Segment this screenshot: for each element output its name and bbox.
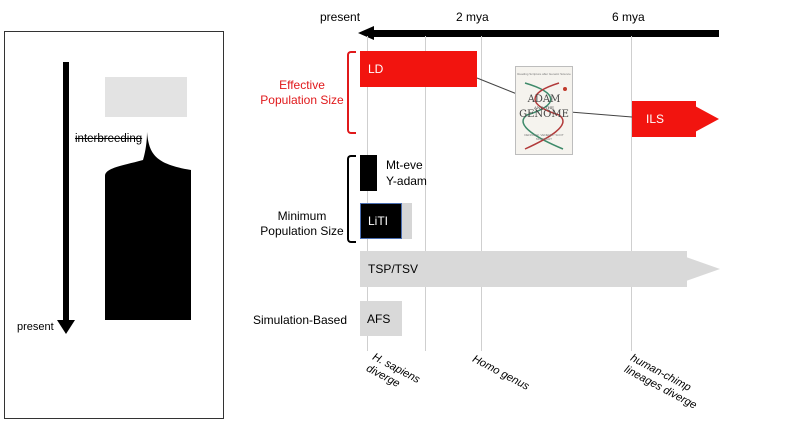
panel-present-label: present: [17, 321, 54, 333]
book-connector-lines: [476, 77, 633, 118]
gridline-chimp: [631, 36, 632, 351]
axis-label-sapiens: H. sapiens diverge: [364, 351, 422, 398]
ils-label: ILS: [646, 112, 665, 126]
tsp-tsv-label: TSP/TSV: [368, 262, 419, 276]
mt-eve-y-adam-label: Mt-eve Y-adam: [386, 157, 427, 189]
minimum-line2: Population Size: [260, 224, 344, 238]
time-arrow-line: [63, 62, 69, 324]
y-adam-label: Y-adam: [386, 174, 427, 188]
tsp-tsv-bar: TSP/TSV: [360, 251, 687, 287]
dna-helix-image: [522, 82, 567, 150]
population-history-panel: present interbreeding: [4, 31, 224, 419]
present-label: present: [320, 10, 361, 24]
book-title-line2: AND THE: [534, 105, 554, 110]
effective-population-label: Effective Population Size: [248, 78, 356, 108]
book-authors: DENNIS R. VENEMA / SCOT MCKNIGHT: [524, 133, 564, 141]
axis-label-chimp: human-chimp lineages diverge: [622, 352, 705, 413]
book-title: ADAM AND THE GENOME: [516, 95, 572, 120]
time-arrow-head: [57, 320, 75, 334]
gridline-homo: [481, 36, 482, 351]
axis-label-homo: Homo genus: [470, 353, 532, 393]
tick-2mya: 2 mya: [456, 10, 489, 24]
book-title-line1: ADAM: [527, 94, 561, 105]
time-axis-arrowhead: [358, 26, 374, 40]
book-subtitle: Reading Scripture after Genetic Science: [517, 72, 571, 76]
simulation-based-label: Simulation-Based: [252, 313, 348, 327]
ancestral-population-block: [105, 77, 187, 117]
liti-bar: LiTI: [360, 203, 402, 239]
afs-bar: AFS: [360, 301, 402, 336]
liti-label: LiTI: [368, 214, 389, 228]
minimum-line1: Minimum: [277, 209, 327, 223]
ils-arrowhead: [695, 106, 719, 132]
gridline-mid: [425, 36, 426, 351]
time-axis-arrow: [372, 30, 719, 37]
ld-bar: LD: [360, 51, 477, 87]
effective-line2: Population Size: [260, 93, 344, 107]
minimum-population-label: Minimum Population Size: [248, 209, 356, 239]
mt-eve-y-adam-bar: [360, 155, 377, 191]
effective-line1: Effective: [279, 78, 325, 92]
population-bottleneck-shape: [105, 132, 191, 320]
tick-6mya: 6 mya: [612, 10, 645, 24]
minimum-bracket: [347, 155, 356, 243]
book-title-line3: GENOME: [519, 109, 569, 120]
ils-arrow: ILS: [632, 101, 696, 137]
mt-eve-label: Mt-eve: [386, 158, 423, 172]
ld-label: LD: [368, 62, 384, 76]
adam-and-the-genome-book-cover: Reading Scripture after Genetic Science …: [515, 66, 573, 155]
effective-bracket: [347, 51, 356, 134]
afs-label: AFS: [367, 311, 391, 326]
tsp-tsv-arrowhead: [686, 257, 720, 281]
interbreeding-label: interbreeding: [75, 133, 143, 145]
gridline-sapiens: [367, 36, 368, 351]
